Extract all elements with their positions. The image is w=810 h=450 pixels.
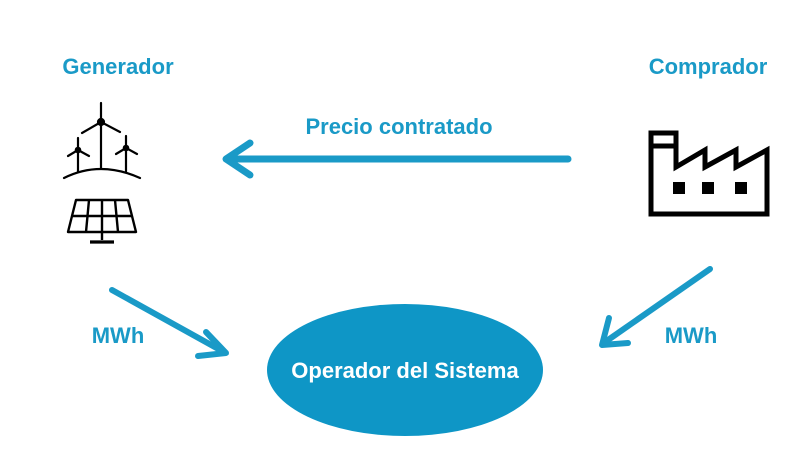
- buyer-label: Comprador: [648, 54, 768, 79]
- generator-energy-arrow: [109, 287, 229, 359]
- buyer-energy-label: MWh: [664, 323, 718, 348]
- solar-panel-icon: [66, 198, 138, 244]
- generator-label: Generador: [62, 54, 174, 79]
- wind-turbines-icon: [62, 101, 142, 180]
- system-operator-ellipse: [267, 304, 543, 436]
- buyer-energy-arrow: [599, 266, 713, 348]
- contract-price-label: Precio contratado: [305, 114, 493, 139]
- price-arrow: [222, 139, 572, 179]
- system-operator-label: Operador del Sistema: [291, 358, 519, 383]
- factory-icon: [648, 130, 770, 217]
- generator-energy-label: MWh: [91, 323, 145, 348]
